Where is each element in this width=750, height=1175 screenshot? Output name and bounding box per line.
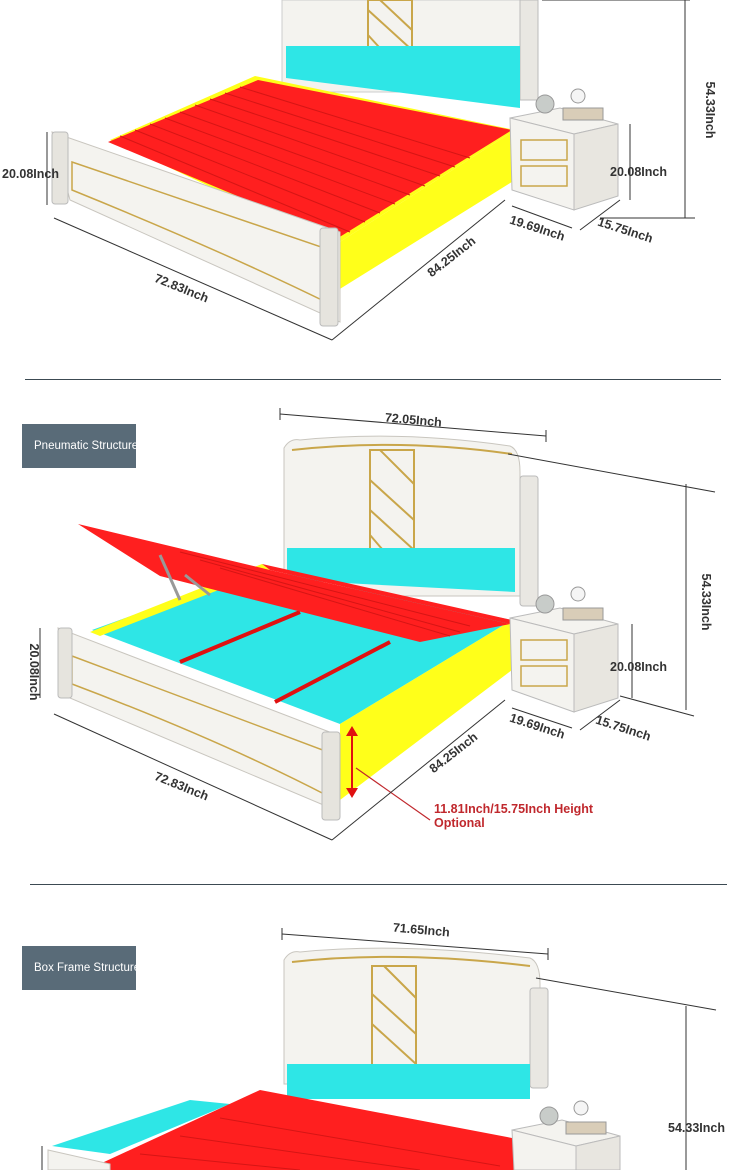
slat-lines bbox=[119, 86, 471, 233]
box-frame-bed-illustration: 71.65Inch 54.33Inch bbox=[41, 921, 725, 1171]
books-icon bbox=[562, 107, 604, 121]
length-label: 84.25Inch bbox=[427, 730, 481, 776]
main-dimensions-panel: 54.33Inch 20.08Inch 72.83Inch 84.25Inch … bbox=[0, 0, 750, 378]
footboard-height-label: 20.08Inch bbox=[27, 644, 41, 701]
pneumatic-structure-label: Pneumatic Structure bbox=[22, 424, 136, 468]
section-divider bbox=[25, 379, 721, 380]
headboard-width-label: 71.65Inch bbox=[392, 921, 450, 940]
section-divider bbox=[30, 884, 727, 885]
total-height-label: 54.33Inch bbox=[699, 574, 713, 631]
nightstand-depth-label: 15.75Inch bbox=[594, 713, 653, 744]
nightstand-height-label: 20.08Inch bbox=[610, 660, 667, 674]
box-frame-structure-label: Box Frame Structure bbox=[22, 946, 136, 990]
height-option-note: 11.81Inch/15.75Inch Height Optional bbox=[434, 802, 593, 830]
dimension-lines bbox=[39, 408, 716, 841]
dimension-lines bbox=[41, 928, 717, 1170]
storage-area bbox=[286, 46, 520, 108]
headboard bbox=[283, 947, 541, 1085]
books-icon bbox=[565, 1121, 607, 1135]
footboard bbox=[47, 1149, 111, 1171]
pneumatic-structure-panel: 72.05Inch 54.33Inch 20.08Inch 72.83Inch … bbox=[0, 380, 750, 882]
vase-icon bbox=[535, 594, 555, 614]
optional-line: Optional bbox=[434, 816, 485, 830]
length-label: 84.25Inch bbox=[425, 234, 479, 280]
height-option-line: 11.81Inch/15.75Inch Height bbox=[434, 802, 594, 816]
books-icon bbox=[562, 607, 604, 621]
nightstand-depth-label: 15.75Inch bbox=[596, 215, 655, 246]
box-frame-structure-panel: 71.65Inch 54.33Inch Box Frame Structure bbox=[0, 884, 750, 1171]
figurine-icon bbox=[570, 88, 586, 104]
dimension-lines bbox=[46, 0, 695, 341]
vase-icon bbox=[535, 94, 555, 114]
total-height-label: 54.33Inch bbox=[703, 82, 717, 139]
figurine-icon bbox=[570, 586, 586, 602]
total-height-label: 54.33Inch bbox=[668, 1121, 725, 1135]
side-rail bbox=[340, 620, 512, 800]
slats bbox=[104, 1090, 520, 1170]
nightstand-height-label: 20.08Inch bbox=[610, 165, 667, 179]
footboard-height-label: 20.08Inch bbox=[2, 167, 59, 181]
width-label: 72.83Inch bbox=[152, 271, 210, 305]
pneumatic-bed-illustration: 72.05Inch 54.33Inch 20.08Inch 72.83Inch … bbox=[27, 408, 716, 841]
vase-icon bbox=[539, 1106, 559, 1126]
gas-strut-icon bbox=[158, 554, 182, 601]
side-rail bbox=[335, 130, 515, 292]
figurine-icon bbox=[573, 1100, 589, 1116]
width-label: 72.83Inch bbox=[152, 769, 210, 803]
nightstand-width-label: 19.69Inch bbox=[508, 711, 567, 742]
nightstand-width-label: 19.69Inch bbox=[508, 213, 567, 244]
headboard-width-label: 72.05Inch bbox=[384, 411, 442, 430]
bed-illustration: 54.33Inch 20.08Inch 72.83Inch 84.25Inch … bbox=[2, 0, 717, 341]
storage-drawer bbox=[52, 1100, 230, 1154]
